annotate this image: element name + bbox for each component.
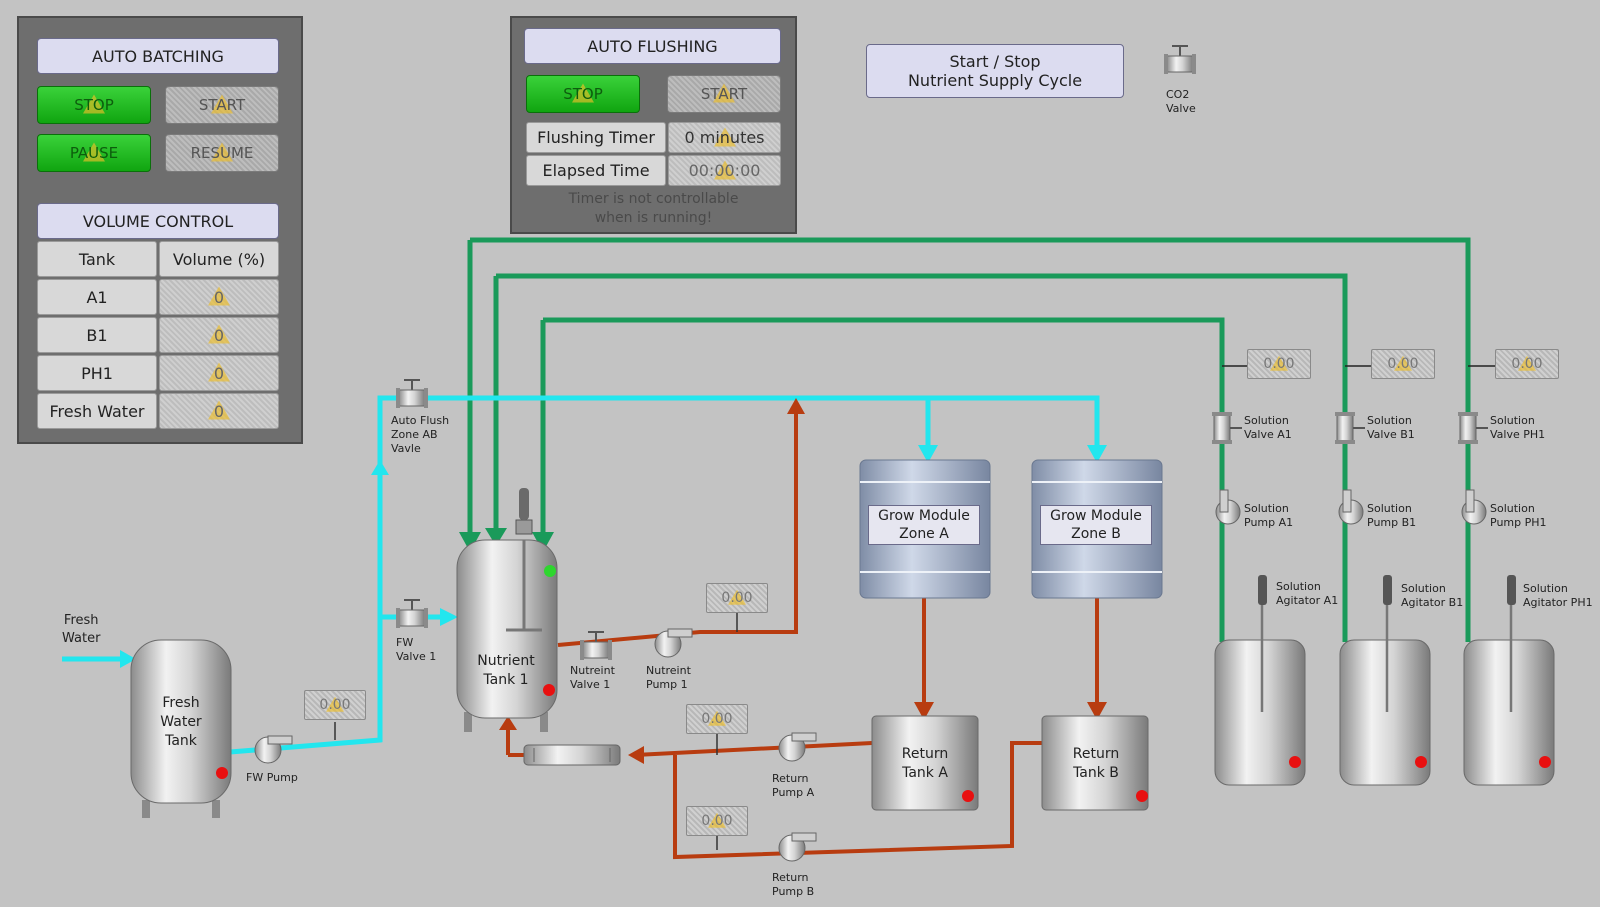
nutrient-valve-1-icon[interactable] bbox=[580, 631, 612, 660]
nutrient-tank-alarm-indicator bbox=[543, 684, 555, 696]
volume-row-tank: B1 bbox=[37, 317, 157, 353]
auto-flushing-title: AUTO FLUSHING bbox=[524, 28, 781, 64]
fw-pump-icon[interactable] bbox=[254, 735, 293, 764]
return-tank-a-alarm-indicator bbox=[962, 790, 974, 802]
fresh-water-alarm-indicator bbox=[216, 767, 228, 779]
batching-resume-button[interactable]: RESUME bbox=[165, 134, 279, 172]
volume-row-tank: Fresh Water bbox=[37, 393, 157, 429]
nutrient-pump-1-icon[interactable] bbox=[654, 628, 693, 658]
solution-tank-b1[interactable] bbox=[1339, 575, 1431, 786]
fw-pump-label: FW Pump bbox=[246, 771, 298, 784]
elapsed-time-label: Elapsed Time bbox=[526, 155, 666, 186]
solution-pump-b1-icon[interactable] bbox=[1338, 489, 1364, 525]
solution-tank-a1-alarm-indicator bbox=[1289, 756, 1301, 768]
return-pump-a-flow-display: 0.00 bbox=[686, 704, 748, 734]
volume-row-value[interactable]: 0 bbox=[159, 279, 279, 315]
return-tank-b[interactable] bbox=[1041, 715, 1149, 811]
auto-flushing-panel: AUTO FLUSHING STOP START Flushing Timer … bbox=[510, 16, 797, 234]
nutrient-supply-cycle-button[interactable]: Start / Stop Nutrient Supply Cycle bbox=[866, 44, 1124, 98]
solution-pump-a1-icon[interactable] bbox=[1215, 489, 1241, 525]
solution-tank-ph1[interactable] bbox=[1463, 575, 1555, 786]
solution-tank-a1[interactable] bbox=[1214, 575, 1306, 786]
volume-row-tank: PH1 bbox=[37, 355, 157, 391]
volume-control-title: VOLUME CONTROL bbox=[37, 203, 279, 239]
batching-stop-button[interactable]: STOP bbox=[37, 86, 151, 124]
flushing-timer-label: Flushing Timer bbox=[526, 122, 666, 153]
nutrient-tank-1[interactable] bbox=[456, 539, 558, 732]
return-tank-b-alarm-indicator bbox=[1136, 790, 1148, 802]
solution-b1-flow-display: 0.00 bbox=[1371, 349, 1435, 379]
flushing-stop-button[interactable]: STOP bbox=[526, 75, 640, 113]
heat-exchanger[interactable] bbox=[523, 744, 621, 766]
nutrient-tank-agitator-icon[interactable] bbox=[515, 488, 533, 535]
volume-row-tank: A1 bbox=[37, 279, 157, 315]
nutrient-tank-status-indicator bbox=[544, 565, 556, 577]
solution-tank-b1-alarm-indicator bbox=[1415, 756, 1427, 768]
volume-row-value[interactable]: 0 bbox=[159, 317, 279, 353]
solution-arrowheads bbox=[459, 528, 554, 552]
solution-a1-flow-display: 0.00 bbox=[1247, 349, 1311, 379]
nutrient-pump-flow-display: 0.00 bbox=[706, 583, 768, 613]
volume-col-tank: Tank bbox=[37, 241, 157, 277]
solution-tank-ph1-alarm-indicator bbox=[1539, 756, 1551, 768]
volume-row-value[interactable]: 0 bbox=[159, 355, 279, 391]
return-pump-a-icon[interactable] bbox=[778, 732, 817, 762]
batching-pause-button[interactable]: PAUSE bbox=[37, 134, 151, 172]
solution-pump-ph1-icon[interactable] bbox=[1461, 489, 1487, 525]
flushing-timer-input[interactable]: 0 minutes bbox=[668, 122, 781, 153]
fresh-water-tank[interactable] bbox=[130, 639, 232, 818]
nutrient-lines bbox=[506, 404, 1099, 860]
solution-ph1-flow-display: 0.00 bbox=[1495, 349, 1559, 379]
fw-valve-1-icon[interactable] bbox=[396, 599, 428, 628]
solution-valve-a1-icon[interactable] bbox=[1212, 412, 1242, 444]
auto-batching-panel: AUTO BATCHING STOP START PAUSE RESUME VO… bbox=[17, 16, 303, 444]
auto-batching-title: AUTO BATCHING bbox=[37, 38, 279, 74]
fw-pump-flow-display: 0.00 bbox=[304, 690, 366, 720]
co2-valve-icon[interactable] bbox=[1164, 45, 1196, 74]
flushing-start-button[interactable]: START bbox=[667, 75, 781, 113]
flushing-timer-note: Timer is not controllable when is runnin… bbox=[568, 191, 739, 226]
return-pump-b-flow-display: 0.00 bbox=[686, 806, 748, 836]
solution-valve-b1-icon[interactable] bbox=[1335, 412, 1365, 444]
return-pump-b-icon[interactable] bbox=[778, 832, 817, 862]
volume-col-volume: Volume (%) bbox=[159, 241, 279, 277]
batching-start-button[interactable]: START bbox=[165, 86, 279, 124]
elapsed-time-value: 00:00:00 bbox=[668, 155, 781, 186]
auto-flush-zone-ab-valve-icon[interactable] bbox=[396, 379, 428, 408]
solution-valve-ph1-icon[interactable] bbox=[1458, 412, 1488, 444]
volume-row-value[interactable]: 0 bbox=[159, 393, 279, 429]
return-tank-a[interactable] bbox=[871, 715, 979, 811]
